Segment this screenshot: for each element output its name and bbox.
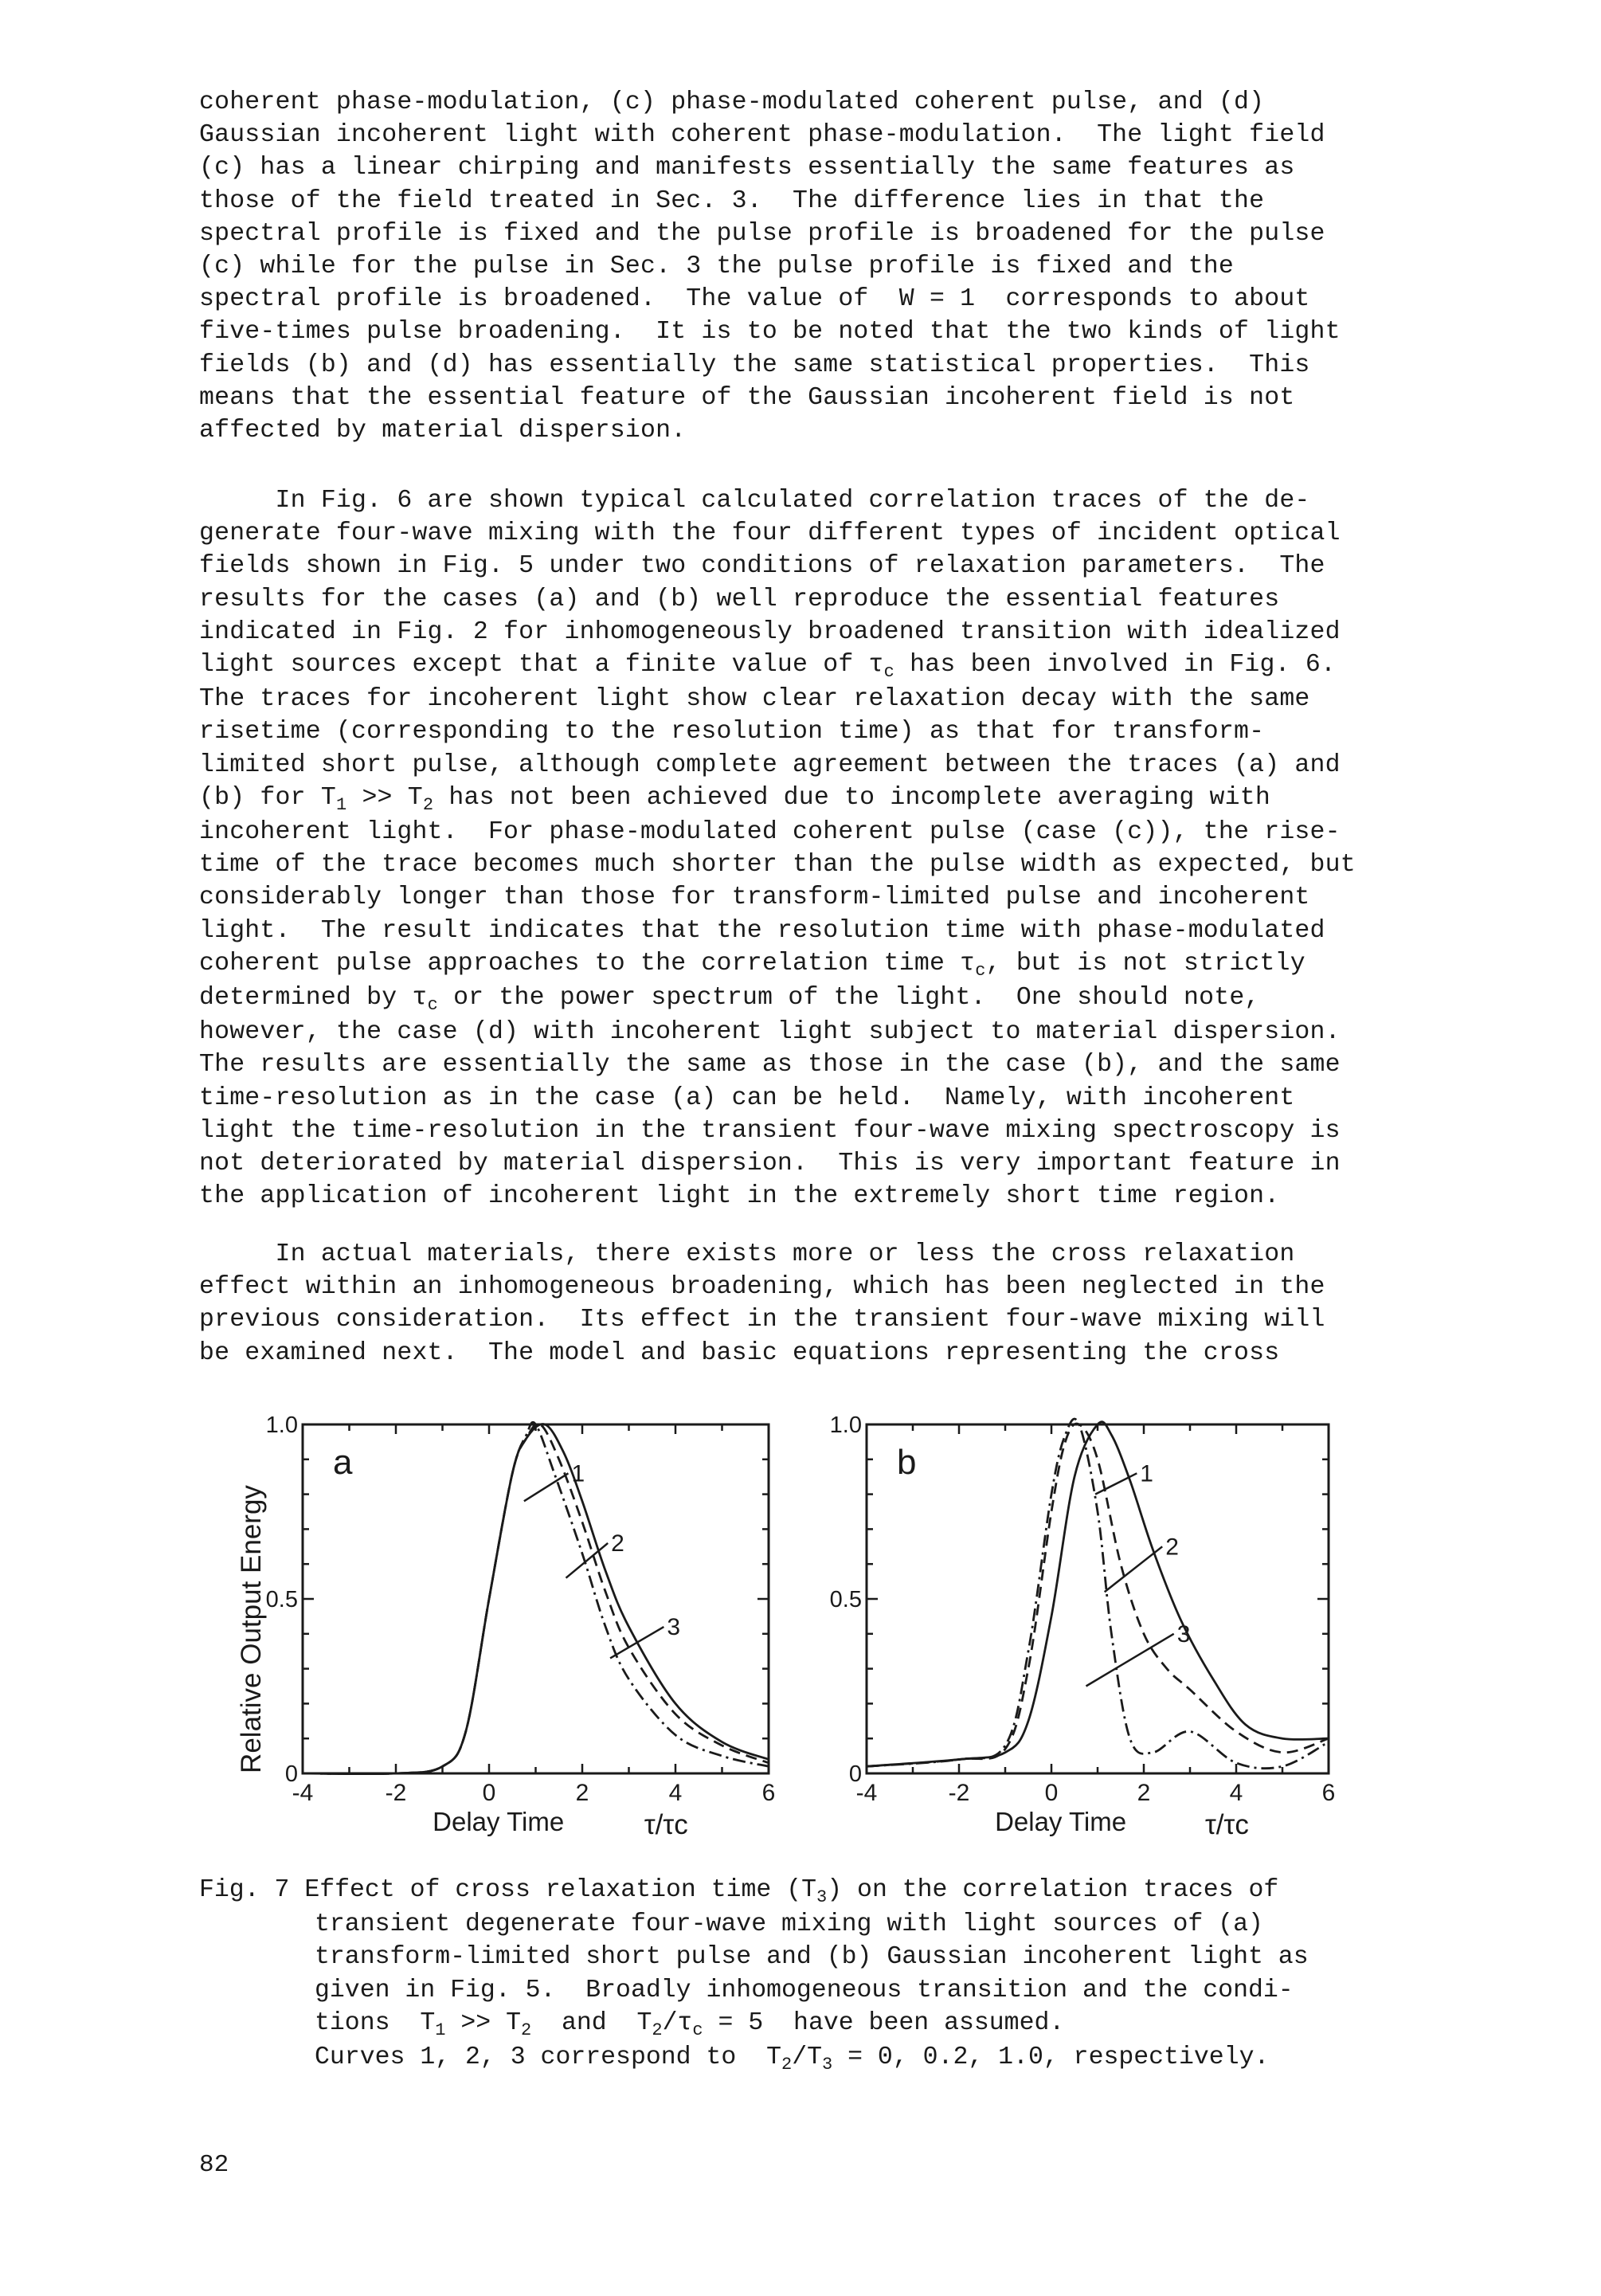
curve-leader: [1085, 1632, 1175, 1687]
text-line: (b) for T1 >> T2 has not been achieved d…: [199, 783, 1270, 815]
text-line: fields shown in Fig. 5 under two conditi…: [199, 552, 1325, 581]
text-line: previous consideration. Its effect in th…: [199, 1306, 1325, 1334]
paragraph-1: coherent phase-modulation, (c) phase-mod…: [199, 86, 1442, 447]
text-line: those of the field treated in Sec. 3. Th…: [199, 186, 1265, 215]
caption-line: Fig. 7 Effect of cross relaxation time (…: [199, 1876, 1279, 1907]
caption-line: transform-limited short pulse and (b) Ga…: [315, 1943, 1309, 1972]
panel-label: a: [333, 1443, 353, 1482]
text-line: indicated in Fig. 2 for inhomogeneously …: [199, 617, 1341, 646]
curve-label: 3: [1177, 1621, 1191, 1648]
text-line: fields (b) and (d) has essentially the s…: [199, 351, 1310, 379]
text-line: incoherent light. For phase-modulated co…: [199, 818, 1341, 847]
text-line: be examined next. The model and basic eq…: [199, 1338, 1280, 1367]
x-tick-label: 2: [576, 1780, 589, 1806]
caption-line: Curves 1, 2, 3 correspond to T2/T3 = 0, …: [315, 2043, 1270, 2075]
text-line: results for the cases (a) and (b) well r…: [199, 585, 1280, 613]
y-tick-label: 0.5: [266, 1587, 298, 1612]
x-axis-label: Delay Time: [433, 1807, 564, 1836]
text-line: The results are essentially the same as …: [199, 1051, 1341, 1079]
text-line: considerably longer than those for trans…: [199, 884, 1310, 912]
text-line: light the time-resolution in the transie…: [199, 1116, 1341, 1145]
x-axis-unit: τ/τc: [1205, 1809, 1249, 1840]
text-line: In Fig. 6 are shown typical calculated c…: [199, 487, 1310, 515]
text-line: (c) while for the pulse in Sec. 3 the pu…: [199, 253, 1235, 281]
x-tick-label: 6: [1322, 1780, 1336, 1806]
text-line: coherent phase-modulation, (c) phase-mod…: [199, 88, 1265, 116]
x-tick-label: 6: [762, 1780, 776, 1806]
curve-label: 1: [571, 1460, 585, 1487]
curve-label: 2: [611, 1530, 624, 1557]
curve-leader: [565, 1542, 609, 1579]
panel-label: b: [897, 1443, 916, 1482]
y-tick-label: 1.0: [830, 1412, 862, 1438]
curve-leader: [1103, 1546, 1163, 1593]
x-tick-label: 0: [483, 1780, 496, 1806]
x-axis-unit: τ/τc: [644, 1809, 688, 1840]
text-line: (c) has a linear chirping and manifests …: [199, 154, 1295, 182]
text-line: however, the case (d) with incoherent li…: [199, 1018, 1341, 1047]
x-tick-label: -4: [292, 1780, 314, 1806]
curve-label: 2: [1165, 1534, 1179, 1560]
curve-label: 3: [667, 1614, 680, 1640]
plot-frame: [301, 1423, 770, 1775]
x-tick-label: -2: [949, 1780, 970, 1806]
x-tick-label: -2: [386, 1780, 407, 1806]
caption-line: tions T1 >> T2 and T2/τc = 5 have been a…: [315, 2008, 1065, 2040]
y-tick-label: 0: [285, 1761, 298, 1787]
text-line: not deteriorated by material dispersion.…: [199, 1150, 1341, 1178]
text-line: The traces for incoherent light show cle…: [199, 685, 1310, 714]
y-tick-label: 0: [849, 1761, 862, 1787]
x-tick-label: -4: [856, 1780, 878, 1806]
text-line: light. The result indicates that the res…: [199, 916, 1325, 945]
x-tick-label: 4: [1230, 1780, 1243, 1806]
text-line: spectral profile is broadened. The value…: [199, 285, 1310, 314]
text-line: time of the trace becomes much shorter t…: [199, 851, 1356, 880]
x-axis-label: Delay Time: [995, 1807, 1126, 1836]
curve-leader: [609, 1625, 665, 1659]
text-line: means that the essential feature of the …: [199, 383, 1295, 412]
plot-frame: [865, 1423, 1330, 1775]
text-line: five-times pulse broadening. It is to be…: [199, 318, 1341, 347]
text-line: coherent pulse approaches to the correla…: [199, 949, 1305, 981]
text-line: affected by material dispersion.: [199, 417, 687, 445]
text-line: determined by τc or the power spectrum o…: [199, 984, 1260, 1016]
text-line: risetime (corresponding to the resolutio…: [199, 718, 1265, 746]
text-line: spectral profile is fixed and the pulse …: [199, 219, 1325, 248]
x-tick-label: 0: [1045, 1780, 1059, 1806]
text-line: time-resolution as in the case (a) can b…: [199, 1083, 1295, 1112]
y-tick-label: 0.5: [830, 1587, 862, 1612]
page-number: 82: [199, 2151, 229, 2179]
text-line: light sources except that a finite value…: [199, 651, 1337, 683]
curve-leader: [1094, 1472, 1137, 1495]
series-line-1: [302, 1423, 769, 1776]
paragraph-2: In Fig. 6 are shown typical calculated c…: [199, 484, 1442, 1213]
series-line-2: [302, 1422, 769, 1776]
curve-leader: [523, 1472, 570, 1503]
figure-caption: Fig. 7 Effect of cross relaxation time (…: [199, 1874, 1309, 2075]
curve-label: 1: [1140, 1460, 1153, 1487]
text-line: In actual materials, there exists more o…: [199, 1240, 1295, 1268]
caption-line: transient degenerate four-wave mixing wi…: [315, 1910, 1263, 1939]
series-line-3: [302, 1420, 769, 1776]
text-line: limited short pulse, although complete a…: [199, 750, 1341, 779]
series-line-2: [866, 1422, 1329, 1768]
x-tick-label: 4: [669, 1780, 683, 1806]
caption-line: given in Fig. 5. Broadly inhomogeneous t…: [315, 1976, 1294, 2004]
y-axis-label: Relative Output Energy: [236, 1485, 267, 1773]
series-line-1: [866, 1420, 1329, 1768]
y-tick-label: 1.0: [266, 1412, 298, 1438]
text-line: generate four-wave mixing with the four …: [199, 519, 1341, 548]
x-tick-label: 2: [1137, 1780, 1151, 1806]
text-line: the application of incoherent light in t…: [199, 1182, 1280, 1211]
text-line: effect within an inhomogeneous broadenin…: [199, 1273, 1325, 1302]
series-line-3: [866, 1417, 1329, 1770]
text-line: Gaussian incoherent light with coherent …: [199, 121, 1325, 150]
paragraph-3: In actual materials, there exists more o…: [199, 1238, 1442, 1369]
